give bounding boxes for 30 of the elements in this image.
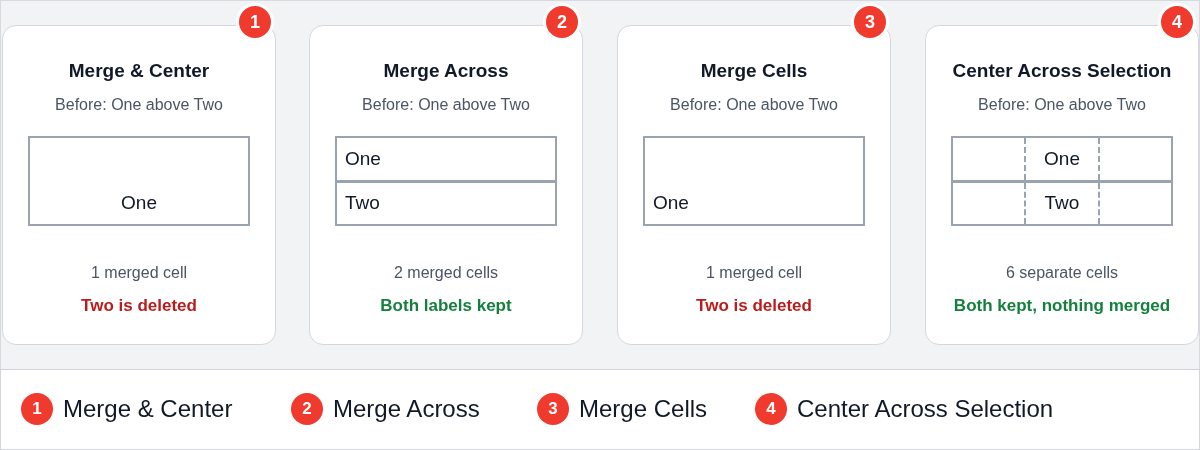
- spreadsheet-cell: [1098, 137, 1172, 181]
- legend-label: Merge Across: [333, 395, 480, 423]
- legend-label: Merge Cells: [579, 395, 708, 423]
- cell-count: 2 merged cells: [393, 264, 498, 281]
- card-title: Center Across Selection: [952, 60, 1172, 81]
- spreadsheet-cell: Two: [336, 181, 556, 225]
- cell-count: 1 merged cell: [90, 264, 187, 281]
- spreadsheet-cell: Two: [1025, 181, 1099, 225]
- card-subtitle: Before: One above Two: [978, 96, 1146, 113]
- card-subtitle: Before: One above Two: [55, 96, 223, 113]
- result-note: Both kept, nothing merged: [953, 296, 1171, 315]
- spreadsheet-cell: [1098, 181, 1172, 225]
- result-note: Both labels kept: [380, 296, 512, 315]
- card-title: Merge Across: [383, 60, 509, 81]
- spreadsheet-cell: One: [644, 137, 864, 225]
- legend-label: Center Across Selection: [797, 395, 1054, 423]
- spreadsheet-cell: [952, 181, 1026, 225]
- spreadsheet-cell: One: [29, 137, 249, 225]
- result-note: Two is deleted: [81, 296, 197, 315]
- cell-count: 6 separate cells: [1005, 264, 1119, 281]
- spreadsheet-cell: One: [1025, 137, 1099, 181]
- card-subtitle: Before: One above Two: [362, 96, 530, 113]
- result-note: Two is deleted: [696, 296, 812, 315]
- spreadsheet-cell: [952, 137, 1026, 181]
- spreadsheet-cell: One: [336, 137, 556, 181]
- card-title: Merge Cells: [700, 60, 808, 81]
- card-title: Merge & Center: [68, 60, 210, 81]
- legend-label: Merge & Center: [63, 395, 233, 423]
- cell-count: 1 merged cell: [705, 264, 802, 281]
- card-subtitle: Before: One above Two: [670, 96, 838, 113]
